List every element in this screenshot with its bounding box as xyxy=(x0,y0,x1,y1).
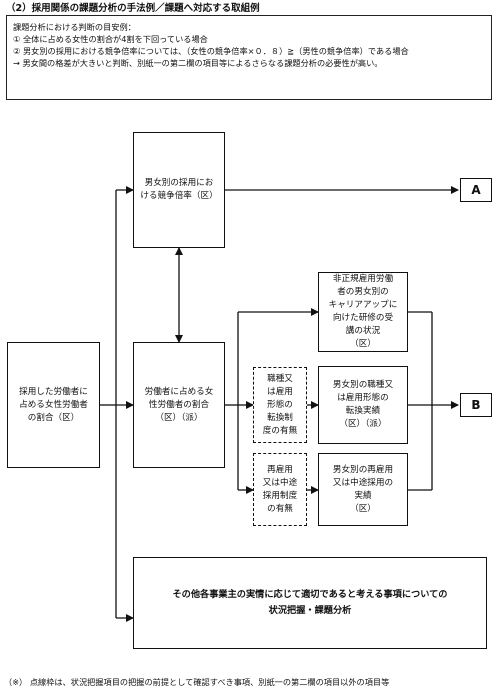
node-rehire-system: 再雇用 又は中途 採用制度 の有無 xyxy=(253,453,307,526)
node-competition: 男女別の採用にお ける競争倍率（区） xyxy=(133,132,225,248)
criteria-item-1: ① 全体に占める女性の割合が4割を下回っている場合 xyxy=(13,34,208,44)
terminal-a: A xyxy=(460,178,492,202)
node-career-training: 非正規雇用労働 者の男女別の キャリアアップに 向けた研修の受 講の状況 （区） xyxy=(318,272,408,352)
node-rehire-result: 男女別の再雇用 又は中途採用の 実績 （区） xyxy=(318,453,408,526)
section-title: （2）採用関係の課題分析の手法例／課題へ対応する取組例 xyxy=(6,3,260,14)
node-start: 採用した労働者に 占める女性労働者 の割合（区） xyxy=(7,342,100,468)
criteria-heading: 課題分析における判断の目安例： xyxy=(13,22,136,32)
node-conversion-result: 男女別の職種又 は雇用形態の 転換実績 （区）（派） xyxy=(318,366,408,444)
criteria-box: 課題分析における判断の目安例： ① 全体に占める女性の割合が4割を下回っている場… xyxy=(6,15,492,100)
node-conversion-system: 職種又 は雇用 形態の 転換制 度の有無 xyxy=(253,367,307,443)
criteria-item-3: → 男女間の格差が大きいと判断、別紙一の第二欄の項目等によるさらなる課題分析の必… xyxy=(13,58,383,68)
terminal-b: B xyxy=(460,393,492,417)
criteria-item-2: ② 男女別の採用における競争倍率については、（女性の競争倍率×０．８）≧（男性の… xyxy=(13,46,409,56)
node-other-analysis: その他各事業主の実情に応じて適切であると考える事項についての 状況把握・課題分析 xyxy=(133,557,487,649)
footnote: （※） 点線枠は、状況把握項目の把握の前提として確認すべき事項、別紙一の第二欄の… xyxy=(4,677,390,687)
node-female-ratio: 労働者に占める女 性労働者の割合 （区）（派） xyxy=(133,342,225,468)
